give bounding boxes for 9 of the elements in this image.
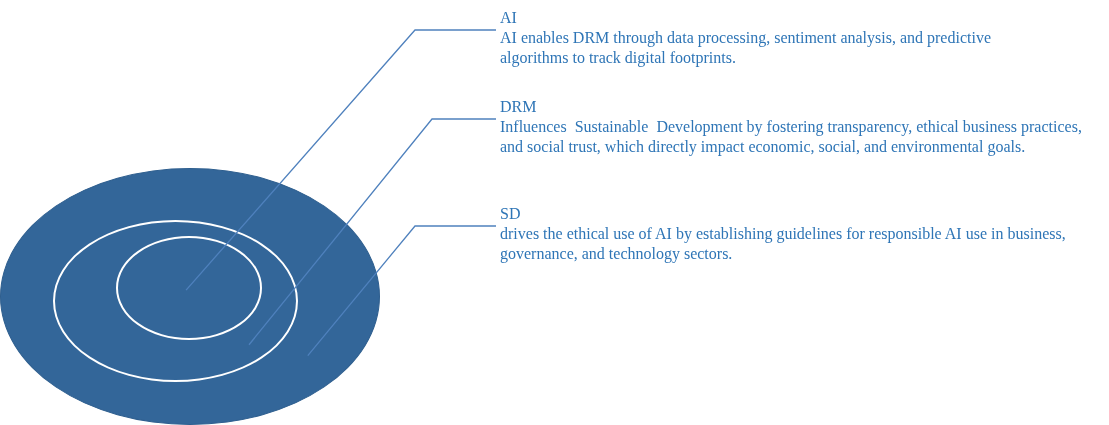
description: Influences Sustainable Development by fostering transparency, ethical business practices, and social trust, which directly impact economic, social, and environmental goals. bbox=[500, 117, 1083, 157]
heading: SD bbox=[500, 204, 522, 224]
leader-line bbox=[307, 225, 497, 357]
heading: DRM bbox=[500, 97, 538, 117]
description: AI enables DRM through data processing, sentiment analysis, and predictive algorithms to track digital footprints. bbox=[500, 28, 992, 68]
leader-line bbox=[185, 29, 497, 291]
description: drives the ethical use of AI by establishing guidelines for responsible AI use in business, governance, and technology sectors. bbox=[500, 224, 1067, 264]
heading: AI bbox=[500, 8, 518, 28]
leader-line bbox=[248, 118, 497, 346]
